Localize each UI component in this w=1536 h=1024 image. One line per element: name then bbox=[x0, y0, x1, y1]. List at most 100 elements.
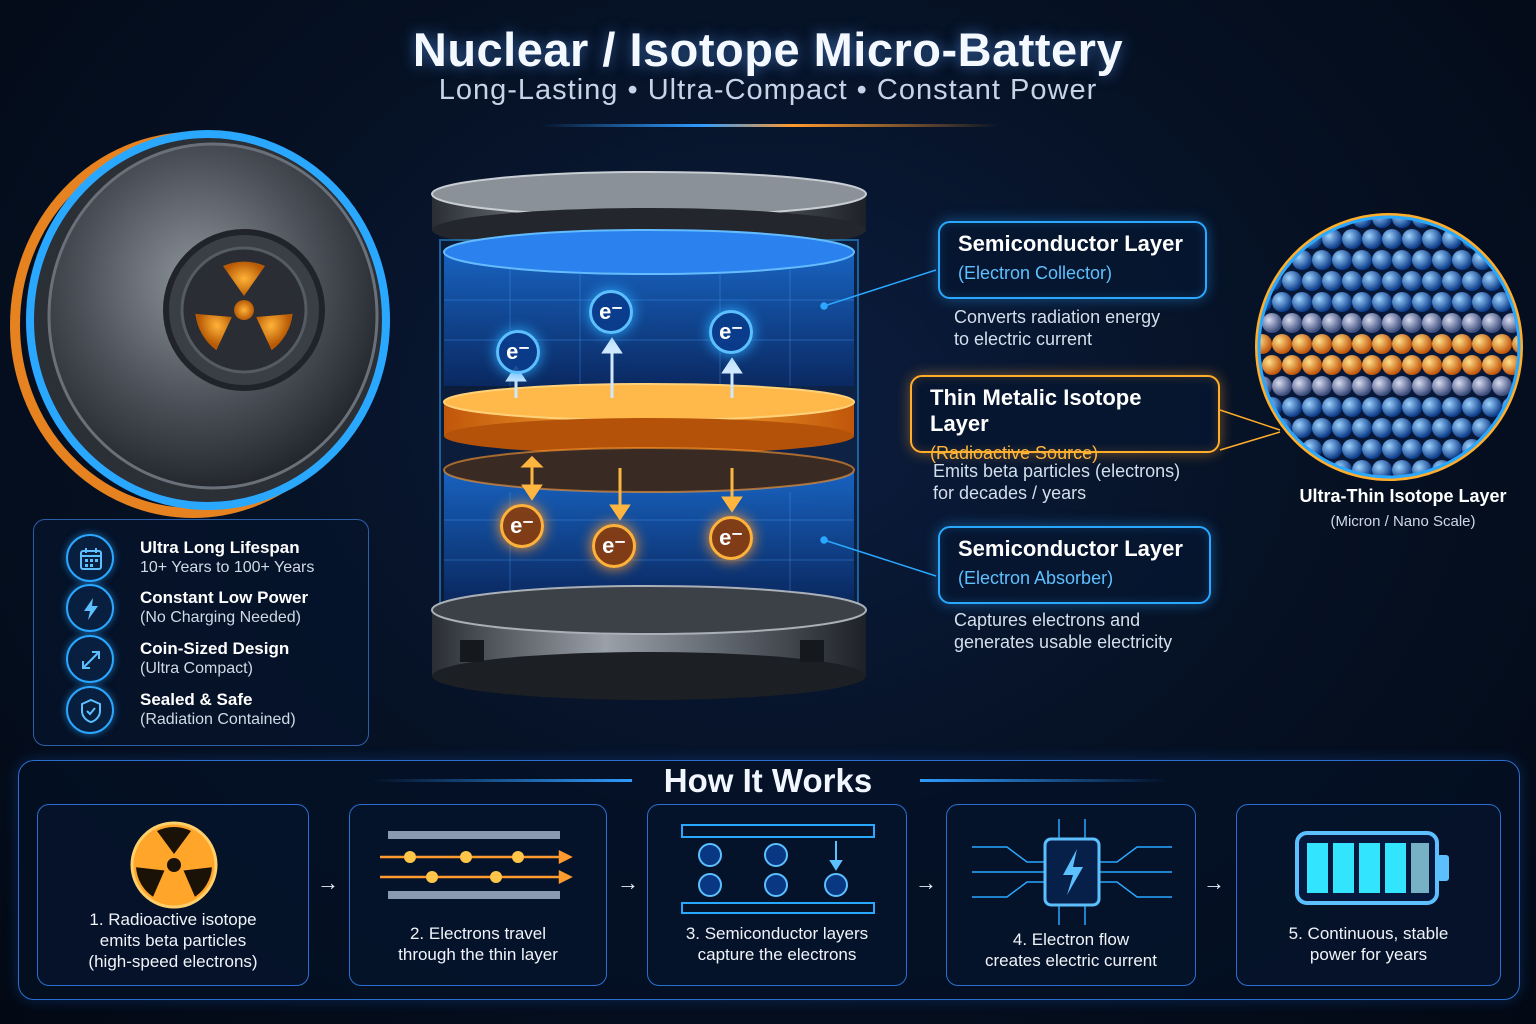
atom bbox=[1242, 292, 1252, 312]
atom bbox=[1382, 229, 1402, 249]
atom bbox=[1362, 313, 1382, 333]
atom bbox=[1392, 250, 1412, 270]
atom bbox=[1292, 376, 1312, 396]
step-arrow: → bbox=[617, 870, 639, 895]
atom bbox=[1302, 355, 1322, 375]
isotope-zoom-illustration bbox=[1242, 213, 1536, 481]
atom bbox=[1282, 355, 1302, 375]
step-2: 2. Electrons travel through the thin lay… bbox=[349, 804, 607, 986]
atom bbox=[1522, 439, 1536, 459]
atom bbox=[1532, 418, 1536, 438]
atom bbox=[1322, 439, 1342, 459]
atom bbox=[1259, 250, 1272, 270]
atom bbox=[1452, 418, 1472, 438]
atom bbox=[1472, 376, 1492, 396]
electron-absorber-1: e⁻ bbox=[500, 504, 544, 548]
feature-subtitle: (Radiation Contained) bbox=[140, 711, 296, 728]
atom bbox=[1402, 271, 1422, 291]
step-4: 4. Electron flow creates electric curren… bbox=[946, 804, 1196, 986]
callout-subtitle: (Electron Absorber) bbox=[958, 568, 1114, 588]
atom bbox=[1522, 229, 1536, 249]
atom bbox=[1342, 229, 1362, 249]
step-arrow: → bbox=[1203, 870, 1225, 895]
atom bbox=[1532, 376, 1536, 396]
atom bbox=[1472, 460, 1492, 477]
step-line: power for years bbox=[1309, 945, 1428, 964]
atom bbox=[1382, 439, 1402, 459]
atom bbox=[1322, 313, 1342, 333]
atom bbox=[1352, 418, 1372, 438]
desc-line: generates usable electricity bbox=[954, 632, 1173, 652]
atom bbox=[1402, 229, 1422, 249]
how-divider-right bbox=[920, 779, 1170, 782]
atom bbox=[1302, 313, 1322, 333]
feature-title: Ultra Long Lifespan bbox=[140, 538, 300, 557]
step-5: 5. Continuous, stable power for years bbox=[1236, 804, 1501, 986]
atom bbox=[1332, 292, 1352, 312]
atom bbox=[1362, 439, 1382, 459]
atom bbox=[1259, 397, 1262, 417]
desc-line: to electric current bbox=[954, 329, 1093, 349]
step-line: 2. Electrons travel bbox=[409, 924, 547, 943]
battery-icon bbox=[1295, 831, 1449, 905]
atom bbox=[1412, 292, 1432, 312]
atom bbox=[1242, 418, 1252, 438]
atom bbox=[1532, 292, 1536, 312]
atom bbox=[1272, 334, 1292, 354]
atom bbox=[1452, 250, 1472, 270]
step-line: 4. Electron flow bbox=[1012, 930, 1130, 949]
step-arrow: → bbox=[317, 870, 339, 895]
atom bbox=[1492, 217, 1512, 228]
atom bbox=[1512, 460, 1519, 477]
atom bbox=[1342, 271, 1362, 291]
feature-lifespan: Ultra Long Lifespan 10+ Years to 100+ Ye… bbox=[66, 534, 366, 584]
atom bbox=[1512, 334, 1519, 354]
atom bbox=[1512, 250, 1519, 270]
atom bbox=[1482, 313, 1502, 333]
step-line: 1. Radioactive isotope bbox=[89, 910, 257, 929]
callout-title: Thin Metalic Isotope Layer bbox=[930, 385, 1142, 436]
feature-title: Constant Low Power bbox=[140, 588, 309, 607]
atom bbox=[1492, 376, 1512, 396]
atom bbox=[1502, 229, 1519, 249]
step-line: 5. Continuous, stable bbox=[1288, 924, 1449, 943]
electron-absorber-2: e⁻ bbox=[592, 524, 636, 568]
lightning-icon bbox=[66, 584, 114, 632]
atom bbox=[1352, 334, 1372, 354]
atom bbox=[1422, 439, 1442, 459]
atom bbox=[1442, 397, 1462, 417]
callout-description: Captures electrons and generates usable … bbox=[954, 609, 1172, 653]
atom bbox=[1482, 229, 1502, 249]
atom bbox=[1262, 313, 1282, 333]
step-label: 4. Electron flow creates electric curren… bbox=[947, 929, 1195, 971]
how-divider-left bbox=[370, 779, 632, 782]
atom bbox=[1259, 271, 1262, 291]
atom bbox=[1382, 313, 1402, 333]
atom bbox=[1522, 355, 1536, 375]
step-1: 1. Radioactive isotope emits beta partic… bbox=[37, 804, 309, 986]
atom bbox=[1352, 250, 1372, 270]
atom bbox=[1342, 397, 1362, 417]
atom bbox=[1422, 397, 1442, 417]
atom bbox=[1342, 313, 1362, 333]
step-label: 5. Continuous, stable power for years bbox=[1237, 923, 1500, 965]
atom bbox=[1312, 217, 1332, 228]
page-subtitle: Long-Lasting • Ultra-Compact • Constant … bbox=[438, 74, 1098, 106]
step-label: 1. Radioactive isotope emits beta partic… bbox=[38, 909, 308, 972]
atom bbox=[1442, 313, 1462, 333]
atom bbox=[1392, 376, 1412, 396]
atom bbox=[1462, 271, 1482, 291]
atom bbox=[1532, 250, 1536, 270]
atom bbox=[1392, 334, 1412, 354]
atom bbox=[1332, 418, 1352, 438]
atom bbox=[1462, 397, 1482, 417]
atom bbox=[1242, 460, 1252, 480]
atom bbox=[1442, 271, 1462, 291]
atom bbox=[1482, 439, 1502, 459]
atom bbox=[1242, 334, 1252, 354]
atom bbox=[1259, 334, 1272, 354]
step-label: 3. Semiconductor layers capture the elec… bbox=[648, 923, 906, 965]
step-line: capture the electrons bbox=[697, 945, 857, 964]
atom bbox=[1332, 376, 1352, 396]
atom bbox=[1292, 292, 1312, 312]
